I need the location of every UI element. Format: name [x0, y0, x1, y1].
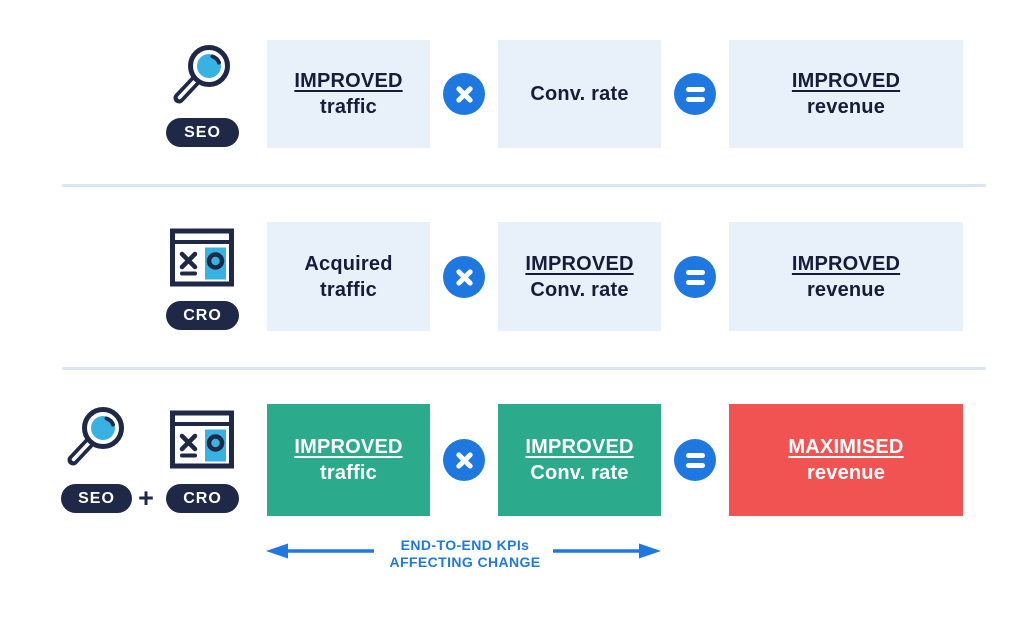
row-divider: [62, 367, 986, 370]
improved-traffic-box: IMPROVED traffic: [267, 404, 430, 516]
cross-glyph: [454, 267, 475, 288]
left-arrow-icon: [266, 543, 374, 559]
multiply-operator-icon: [443, 439, 485, 481]
improved-revenue-box: IMPROVED revenue: [729, 222, 963, 331]
box-line: revenue: [806, 96, 886, 118]
seo-badge: SEO: [61, 484, 132, 513]
right-arrow-icon: [553, 543, 661, 559]
multiply-operator-icon: [443, 73, 485, 115]
cro-badge-label: CRO: [183, 306, 222, 324]
box-line: revenue: [806, 278, 886, 301]
footer-caption: END-TO-END KPIs AFFECTING CHANGE: [375, 537, 555, 570]
box-line: IMPROVED: [525, 252, 634, 275]
magnifying-glass-icon: [67, 407, 124, 466]
equals-glyph: [685, 86, 705, 102]
ab-test-icon: [170, 228, 234, 287]
box-line: MAXIMISED: [788, 436, 904, 458]
acquired-traffic-box: Acquired traffic: [267, 222, 430, 331]
seo-badge-label: SEO: [184, 123, 221, 141]
cro-badge-label: CRO: [183, 489, 222, 507]
box-line: IMPROVED: [791, 70, 901, 92]
box-line: revenue: [806, 462, 886, 484]
box-line: IMPROVED: [294, 436, 403, 458]
conv-rate-box: Conv. rate: [498, 40, 661, 148]
box-line: IMPROVED: [294, 70, 403, 92]
footer-caption-line1: END-TO-END KPIs: [400, 537, 530, 553]
improved-traffic-box: IMPROVED traffic: [267, 40, 430, 148]
cro-badge: CRO: [166, 301, 239, 330]
cross-glyph: [454, 450, 475, 471]
plus-joiner: +: [138, 483, 154, 513]
seo-badge-label: SEO: [78, 489, 115, 507]
box-line: IMPROVED: [791, 252, 901, 275]
maximised-revenue-box: MAXIMISED revenue: [729, 404, 963, 516]
box-line: traffic: [320, 462, 377, 484]
equals-operator-icon: [674, 256, 716, 298]
box-line: Conv. rate: [530, 462, 629, 484]
box-line: IMPROVED: [525, 436, 634, 458]
cross-glyph: [454, 84, 475, 105]
equals-glyph: [685, 452, 705, 468]
seo-badge: SEO: [166, 118, 239, 147]
box-line: Conv. rate: [530, 83, 629, 105]
equals-operator-icon: [674, 439, 716, 481]
row-divider: [62, 184, 986, 187]
multiply-operator-icon: [443, 256, 485, 298]
equals-operator-icon: [674, 73, 716, 115]
box-line: traffic: [320, 96, 377, 118]
footer-caption-line2: AFFECTING CHANGE: [389, 553, 541, 570]
box-line: Conv. rate: [530, 278, 629, 301]
box-line: traffic: [320, 278, 377, 301]
improved-conv-rate-box: IMPROVED Conv. rate: [498, 404, 661, 516]
improved-conv-rate-box: IMPROVED Conv. rate: [498, 222, 661, 331]
ab-test-icon: [170, 410, 234, 469]
box-line: Acquired: [304, 252, 393, 275]
cro-badge: CRO: [166, 484, 239, 513]
magnifying-glass-icon: [173, 45, 230, 104]
equals-glyph: [685, 269, 705, 285]
improved-revenue-box: IMPROVED revenue: [729, 40, 963, 148]
